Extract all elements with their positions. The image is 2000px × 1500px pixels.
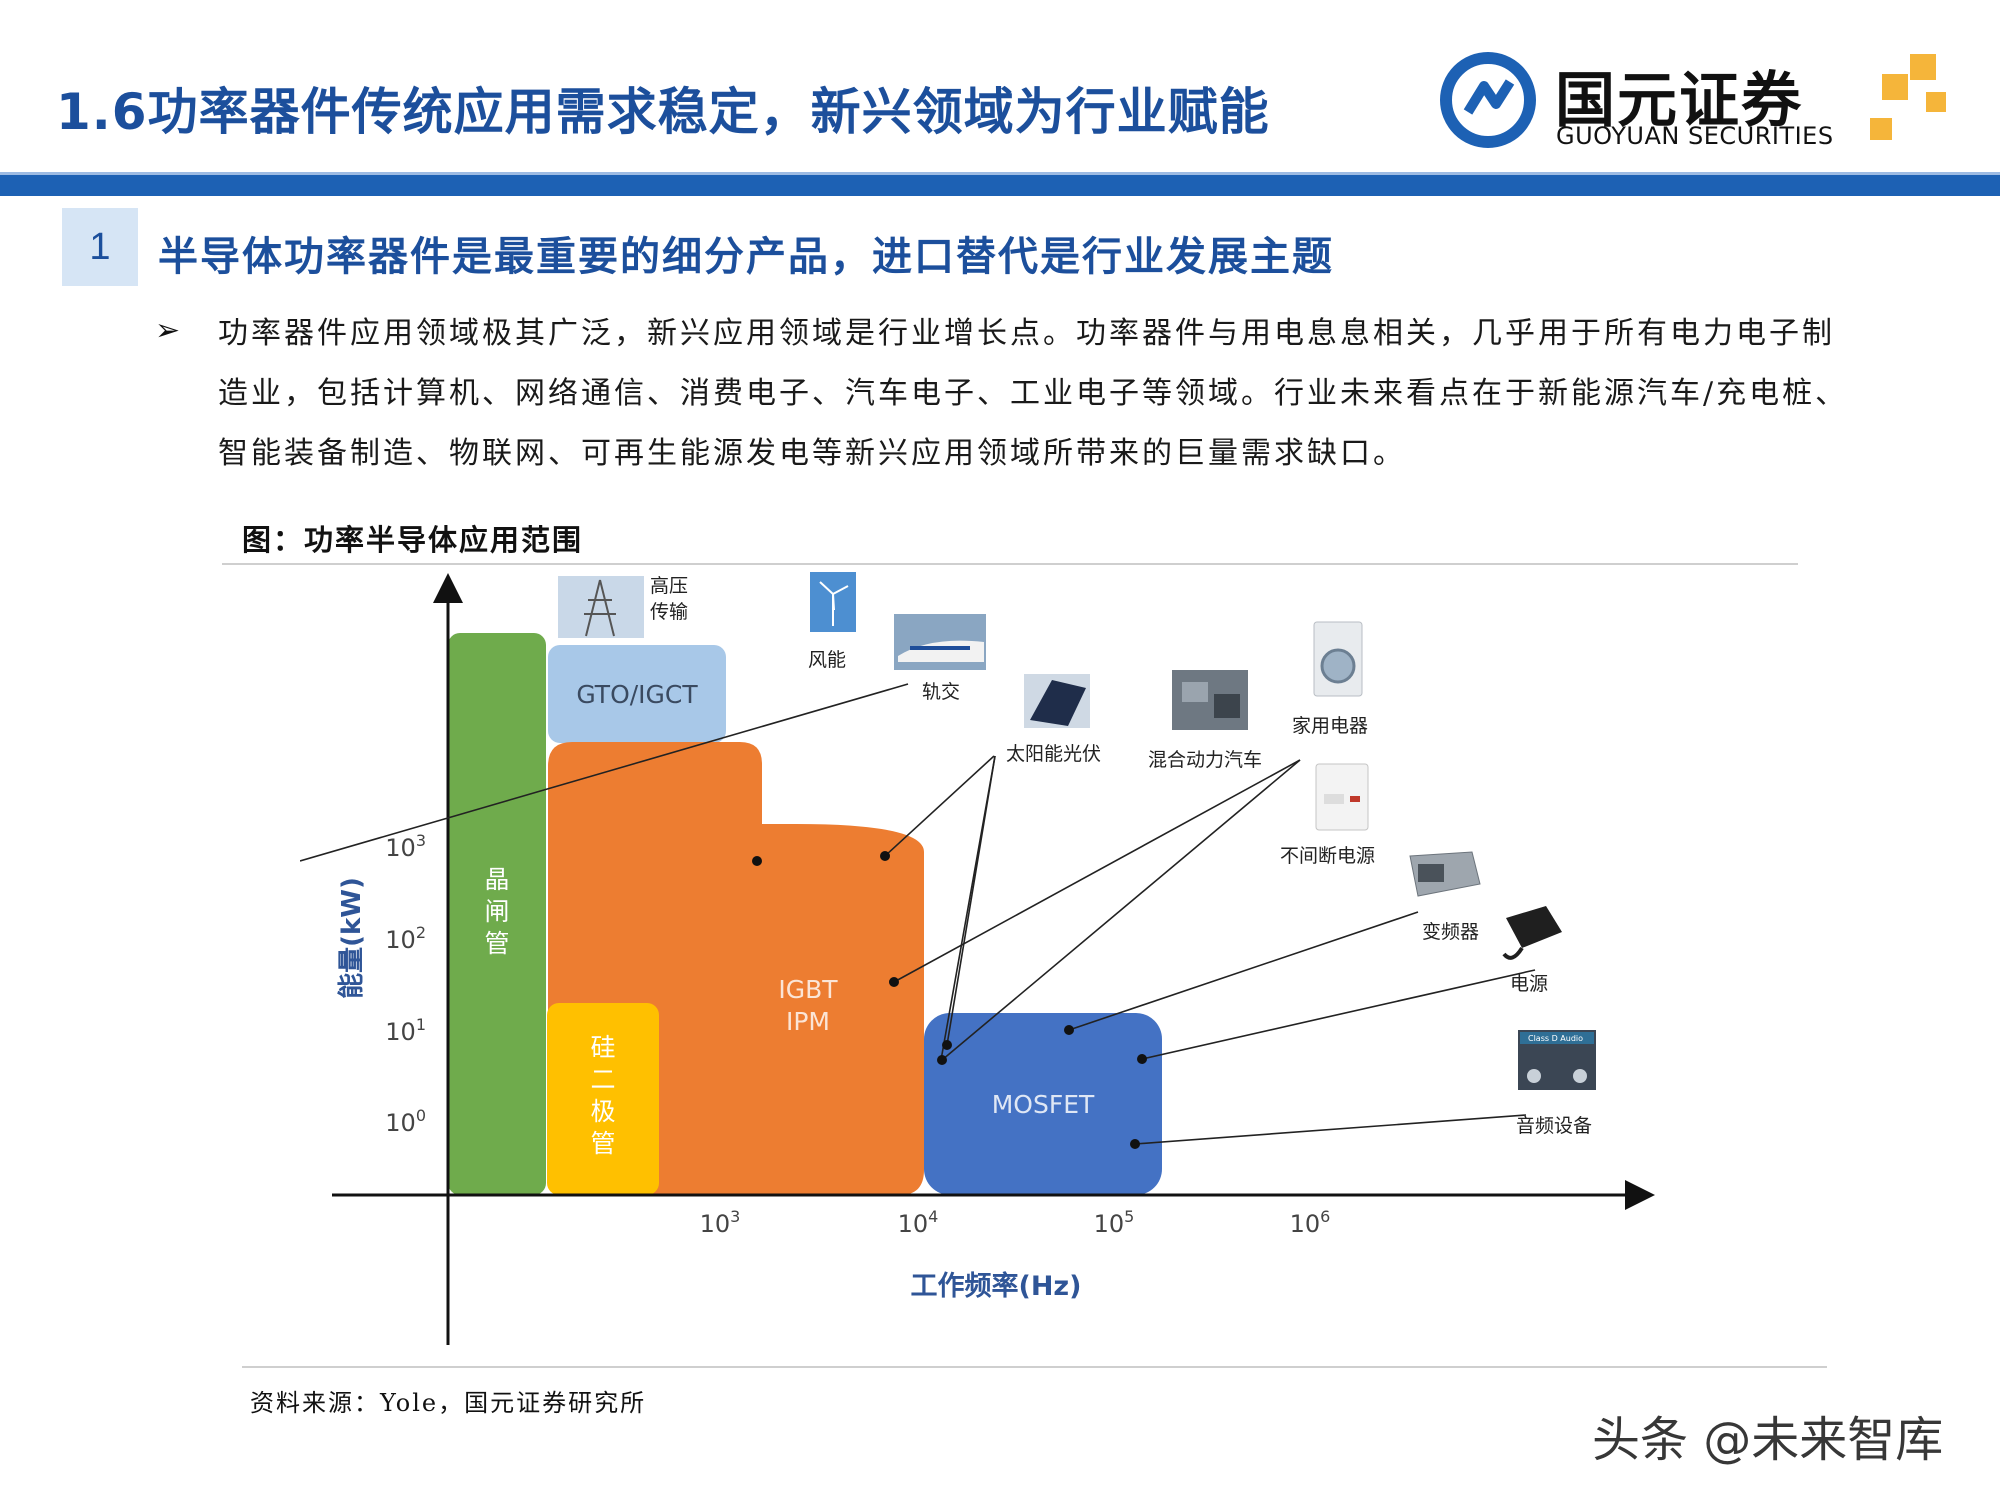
y-tick-1000: 103 (385, 831, 426, 862)
application-range-diagram: 晶 闸 管 GTO/IGCT IGBT IPM 硅 二 极 管 MOSFET 1… (300, 572, 1655, 1345)
thyristor-label-2: 闸 (484, 897, 509, 926)
y-tick-1: 100 (385, 1106, 426, 1137)
diode-region (547, 1003, 659, 1195)
bullet-arrow-icon: ➢ (155, 313, 181, 348)
figure-source: 资料来源：Yole，国元证券研究所 (250, 1389, 647, 1417)
y-axis-label: 能量(kW) (336, 877, 367, 999)
solar-label: 太阳能光伏 (1006, 743, 1101, 765)
leader-dots (752, 851, 1147, 1149)
audio-badge: Class D Audio (1528, 1034, 1583, 1043)
logo-name-cn: 国元证券 (1555, 66, 1803, 136)
wind-label: 风能 (808, 649, 846, 671)
header-rule-light (0, 172, 2000, 175)
logo (1440, 52, 1980, 152)
igbt-label-2: IPM (786, 1007, 830, 1036)
x-tick-1000: 103 (700, 1207, 741, 1238)
wind-turbine-icon (810, 572, 856, 632)
x-tick-1000000: 106 (1290, 1207, 1331, 1238)
diode-label-2: 二 (590, 1065, 615, 1094)
solar-panel-icon (1024, 674, 1090, 728)
header-rule (0, 175, 2000, 196)
hv-label-2: 传输 (650, 601, 688, 623)
gto-label: GTO/IGCT (576, 680, 698, 709)
power-label: 电源 (1510, 973, 1548, 995)
section-number-box (62, 208, 138, 286)
hv-label-1: 高压 (650, 575, 688, 597)
inverter-label: 变频器 (1422, 921, 1479, 943)
bullet-paragraph: 功率器件应用领域极其广泛，新兴应用领域是行业增长点。功率器件与用电息息相关，几乎… (218, 316, 1849, 471)
x-tick-labels: 103 104 105 106 (700, 1207, 1331, 1238)
igbt-label-1: IGBT (778, 975, 838, 1004)
washing-machine-icon (1313, 621, 1363, 697)
ups-icon (1315, 763, 1369, 831)
rail-label: 轨交 (922, 681, 960, 703)
y-tick-labels: 103 102 101 100 (385, 831, 426, 1137)
page-title: 1.6功率器件传统应用需求稳定，新兴领域为行业赋能 (56, 83, 1270, 141)
x-tick-10000: 104 (898, 1207, 939, 1238)
section-number: 1 (89, 226, 111, 268)
figure-rule-bottom (242, 1366, 1827, 1368)
thyristor-region (448, 633, 546, 1195)
section-heading: 半导体功率器件是最重要的细分产品，进口替代是行业发展主题 (158, 233, 1334, 280)
audio-label: 音频设备 (1516, 1115, 1592, 1137)
mosfet-label: MOSFET (992, 1090, 1095, 1119)
hybrid-label: 混合动力汽车 (1148, 749, 1262, 771)
thyristor-label: 晶 闸 管 (484, 865, 509, 958)
thyristor-label-1: 晶 (484, 865, 509, 894)
hv-transmission-icon (558, 576, 644, 638)
audio-device-icon: Class D Audio (1518, 1030, 1596, 1090)
leader-lines (300, 683, 1536, 1145)
logo-name-en: GUOYUAN SECURITIES (1556, 122, 1834, 150)
hybrid-car-icon (1172, 670, 1248, 730)
y-tick-10: 101 (385, 1015, 426, 1046)
figure-caption: 图：功率半导体应用范围 (242, 523, 584, 557)
power-supply-icon (1502, 906, 1562, 960)
diode-label-1: 硅 (590, 1033, 615, 1062)
x-tick-100000: 105 (1094, 1207, 1135, 1238)
appliance-label: 家用电器 (1292, 715, 1368, 737)
x-axis-label: 工作频率(Hz) (911, 1270, 1082, 1302)
diode-label-4: 管 (590, 1129, 615, 1158)
diode-label: 硅 二 极 管 (590, 1033, 615, 1158)
logo-mark-icon (1440, 52, 1946, 148)
y-tick-100: 102 (385, 923, 426, 954)
mosfet-region (924, 1013, 1162, 1195)
figure-rule-top (222, 563, 1798, 565)
gto-region (548, 645, 726, 743)
thyristor-label-3: 管 (484, 929, 509, 958)
ups-label: 不间断电源 (1280, 845, 1375, 867)
rail-train-icon (894, 614, 986, 670)
inverter-icon (1409, 851, 1481, 897)
watermark: 头条 @未来智库 (1592, 1412, 1944, 1468)
diode-label-3: 极 (590, 1097, 615, 1126)
igbt-label: IGBT IPM (778, 975, 838, 1036)
